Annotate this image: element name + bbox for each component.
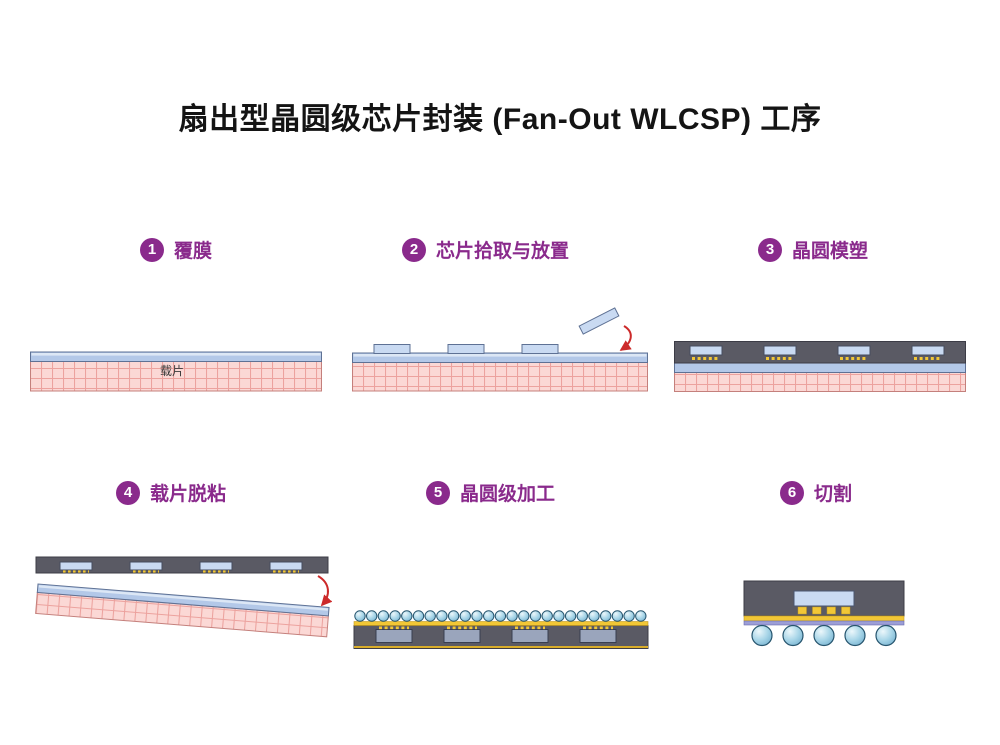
step-2-diagram [352, 306, 648, 392]
step-6-label: 切割 [814, 484, 853, 505]
step-6-diagram [736, 576, 912, 654]
film-highlight [31, 353, 321, 356]
passivation-layer [743, 620, 905, 626]
step-6-number-badge: 6 [780, 480, 804, 505]
step-6-header: 6 切割 [780, 479, 852, 506]
step-4-header: 4 载片脱粘 [116, 479, 226, 506]
step-1-label: 覆膜 [174, 241, 213, 262]
step-3-label: 晶圆模塑 [792, 241, 869, 262]
molded-wafer [35, 556, 329, 574]
step-3-diagram [674, 334, 966, 392]
die-being-placed [578, 307, 620, 335]
step-5-diagram [352, 598, 650, 652]
backside-layer [354, 646, 648, 648]
carrier-wafer [674, 371, 966, 392]
placement-arrow [619, 325, 632, 351]
rdl-layer [743, 615, 905, 622]
carrier-label: 载片 [160, 364, 184, 378]
step-4-diagram [34, 550, 332, 638]
carrier-wafer [30, 360, 322, 392]
debonded-carrier [35, 583, 330, 638]
embedded-dies [689, 345, 945, 360]
step-1-diagram: 载片 [30, 348, 322, 392]
page-title: 扇出型晶圆级芯片封装 (Fan-Out WLCSP) 工序 [178, 103, 822, 136]
placed-dies [373, 344, 559, 354]
die [793, 590, 855, 607]
step-5-label: 晶圆级加工 [460, 484, 556, 505]
step-2-label: 芯片拾取与放置 [436, 241, 570, 262]
molding-compound [674, 341, 966, 364]
embedded-dies [375, 626, 617, 643]
carrier-with-film [352, 352, 648, 392]
step-5-header: 5 晶圆级加工 [426, 479, 555, 506]
step-5-number-badge: 5 [426, 480, 450, 505]
debond-arrow [317, 575, 332, 607]
step-3-number-badge: 3 [758, 237, 782, 262]
die-bumps [797, 606, 851, 615]
lamination-film [30, 351, 322, 362]
step-4-label: 载片脱粘 [150, 484, 227, 505]
step-2-header: 2 芯片拾取与放置 [402, 236, 569, 263]
lamination-film [674, 362, 966, 373]
step-4-number-badge: 4 [116, 480, 140, 505]
rdl-layer [353, 621, 649, 626]
solder-balls [354, 610, 647, 622]
step-3-header: 3 晶圆模塑 [758, 236, 868, 263]
solder-balls [751, 624, 897, 647]
step-2-number-badge: 2 [402, 237, 426, 262]
step-1-header: 1 覆膜 [140, 236, 212, 263]
step-1-number-badge: 1 [140, 237, 164, 262]
